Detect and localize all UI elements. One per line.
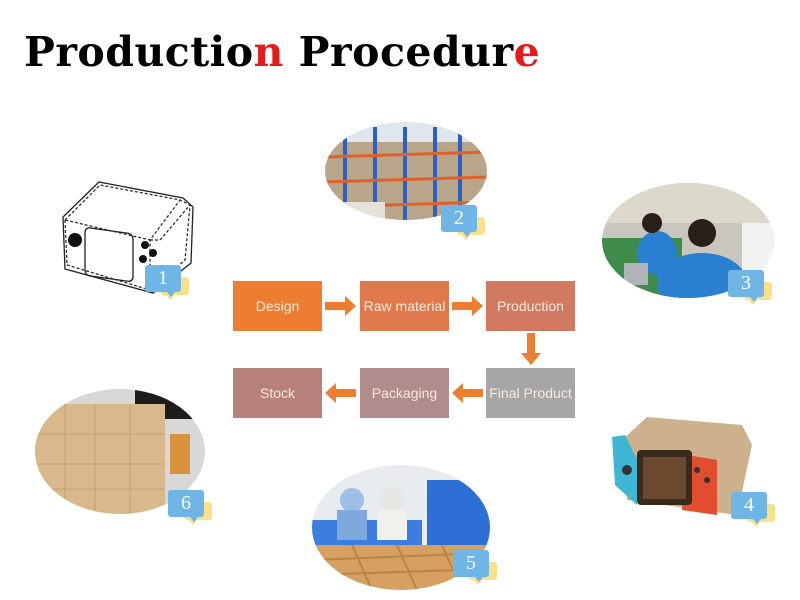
title-accent-letter: e: [513, 28, 541, 76]
flow-step-packaging: Packaging: [360, 368, 449, 418]
step-number-badge-6: 6: [168, 490, 214, 526]
title-accent-letter: n: [253, 28, 284, 76]
arrow-left-icon: [452, 383, 483, 403]
arrow-right-icon: [325, 296, 356, 316]
step-number-badge-1: 1: [145, 265, 191, 301]
number-label: 4: [731, 492, 767, 524]
arrow-right-icon: [452, 296, 483, 316]
photo-final-product: [612, 417, 752, 515]
number-label: 1: [145, 265, 181, 297]
step-number-badge-2: 2: [441, 205, 487, 241]
flow-step-production: Production: [486, 281, 575, 331]
flow-step-stock: Stock: [233, 368, 322, 418]
arrow-left-icon: [325, 383, 356, 403]
number-label: 6: [168, 490, 204, 522]
flow-step-raw-material: Raw material: [360, 281, 449, 331]
title-part: Procedur: [283, 28, 514, 76]
number-label: 5: [453, 550, 489, 582]
title-part: Productio: [24, 28, 254, 76]
step-number-badge-5: 5: [453, 550, 499, 586]
arrow-down-icon: [521, 333, 541, 365]
number-label: 2: [441, 205, 477, 237]
page-title: Production Procedure: [24, 28, 540, 76]
number-label: 3: [728, 270, 764, 302]
flow-step-final-product: Final Product: [486, 368, 575, 418]
step-number-badge-4: 4: [731, 492, 777, 528]
flow-step-design: Design: [233, 281, 322, 331]
step-number-badge-3: 3: [728, 270, 774, 306]
